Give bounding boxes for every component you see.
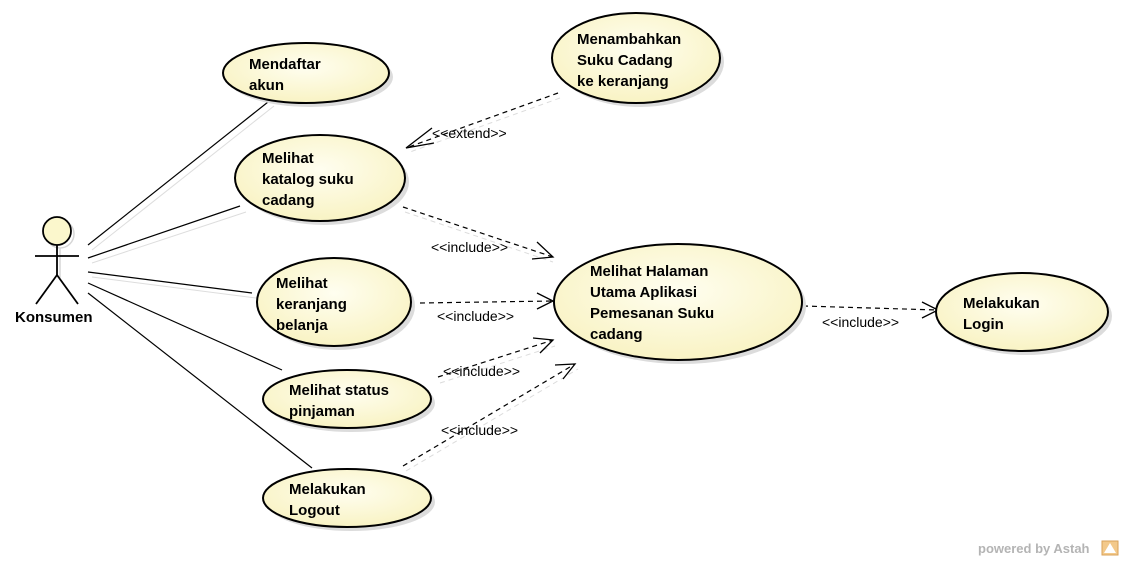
astah-logo-icon — [1101, 540, 1119, 556]
include-label-keranjang: <<include>> — [437, 308, 514, 324]
association-lines — [87, 101, 313, 469]
include-line-login — [802, 305, 939, 311]
use-case-label: cadang — [262, 192, 315, 209]
arrowhead-keranjang — [536, 292, 555, 310]
use-case-melakukan-login[interactable]: Melakukan Login — [935, 272, 1112, 355]
use-case-label: Mendaftar — [249, 56, 321, 73]
include-label-status: <<include>> — [443, 363, 520, 379]
use-case-label: Utama Aplikasi — [590, 284, 697, 301]
assoc-katalog — [87, 205, 241, 259]
include-label-login: <<include>> — [822, 314, 899, 330]
actor-icon — [35, 216, 79, 305]
dashed-shadows — [404, 97, 579, 472]
include-label-katalog: <<include>> — [431, 239, 508, 255]
use-case-label: Melihat Halaman — [590, 263, 708, 280]
include-label-logout: <<include>> — [441, 422, 518, 438]
use-case-label: Menambahkan — [577, 31, 681, 48]
arrowhead-extend — [405, 127, 435, 149]
use-case-label: belanja — [276, 317, 328, 334]
use-case-label: Melihat — [276, 275, 328, 292]
include-line-status — [437, 339, 554, 378]
actor-name: Konsumen — [15, 309, 93, 326]
assoc-logout — [87, 292, 313, 469]
assoc-keranjang — [87, 271, 253, 294]
include-line-logout — [402, 363, 576, 467]
dashed-relations — [402, 92, 939, 467]
arrowheads — [405, 127, 940, 380]
assoc-status — [87, 282, 283, 371]
use-case-melihat-keranjang[interactable]: Melihat keranjang belanja — [256, 257, 415, 350]
use-case-melihat-halaman-utama[interactable]: Melihat Halaman Utama Aplikasi Pemesanan… — [553, 243, 806, 364]
extend-label: <<extend>> — [432, 125, 507, 141]
use-case-label: Melihat — [262, 150, 314, 167]
use-case-melihat-katalog[interactable]: Melihat katalog suku cadang — [234, 134, 409, 225]
use-case-label: ke keranjang — [577, 73, 669, 90]
use-case-label: akun — [249, 77, 284, 94]
arrowhead-katalog — [531, 241, 555, 260]
powered-by-text: powered by Astah — [978, 541, 1090, 556]
use-case-label: Login — [963, 316, 1004, 333]
branding: powered by Astah — [978, 540, 1119, 556]
use-case-label: Logout — [289, 502, 340, 519]
use-case-label: Pemesanan Suku — [590, 305, 714, 322]
use-case-mendaftar-akun[interactable]: Mendaftar akun — [222, 42, 393, 107]
use-case-label: pinjaman — [289, 403, 355, 420]
arrowhead-status — [532, 337, 555, 354]
assoc-daftar — [87, 101, 269, 246]
use-case-label: Suku Cadang — [577, 52, 673, 69]
use-case-label: Melakukan — [289, 481, 366, 498]
use-case-label: cadang — [590, 326, 643, 343]
use-case-label: Melakukan — [963, 295, 1040, 312]
use-case-label: Melihat status — [289, 382, 389, 399]
use-case-menambahkan-suku-cadang[interactable]: Menambahkan Suku Cadang ke keranjang — [551, 12, 724, 107]
arrowhead-logout — [554, 363, 577, 380]
include-line-keranjang — [419, 300, 554, 304]
actor-konsumen[interactable]: Konsumen — [15, 216, 93, 326]
use-case-label: katalog suku — [262, 171, 354, 188]
use-case-label: keranjang — [276, 296, 347, 313]
use-case-melakukan-logout[interactable]: Melakukan Logout — [262, 468, 435, 531]
association-shadows — [91, 105, 275, 299]
use-case-melihat-status[interactable]: Melihat status pinjaman — [262, 369, 435, 432]
